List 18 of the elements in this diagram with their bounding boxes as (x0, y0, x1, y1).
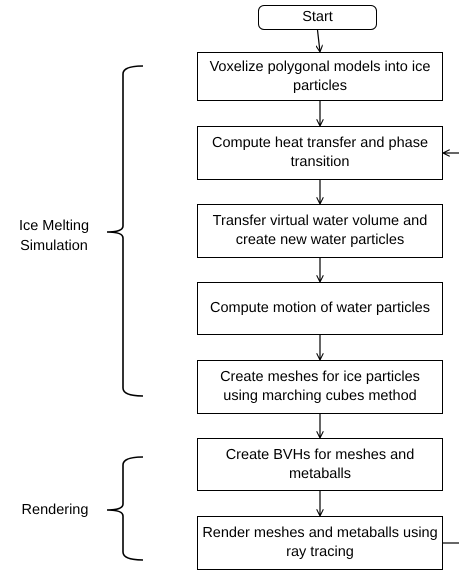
arrow (316, 335, 324, 361)
group-label: Ice Melting Simulation (18, 217, 90, 256)
process-box: Render meshes and metaballs using ray tracing (197, 516, 443, 570)
arrow (316, 180, 324, 205)
arrow (316, 491, 324, 517)
process-box: Compute motion of water particles (197, 282, 443, 335)
process-box: Create BVHs for meshes and metaballs (197, 438, 443, 491)
process-box: Transfer virtual water volume and create new water particles (197, 204, 443, 258)
process-box: Voxelize polygonal models into ice particles (197, 52, 443, 101)
arrow (316, 101, 324, 127)
arrow (316, 258, 324, 283)
process-box: Compute heat transfer and phase transition (197, 126, 443, 180)
arrow (442, 148, 459, 158)
process-box: Create meshes for ice particles using marching cubes method (197, 360, 443, 414)
arrow (316, 414, 324, 439)
terminal-box: Start (258, 5, 377, 30)
arrow (315, 30, 324, 53)
group-label: Rendering (20, 501, 90, 520)
